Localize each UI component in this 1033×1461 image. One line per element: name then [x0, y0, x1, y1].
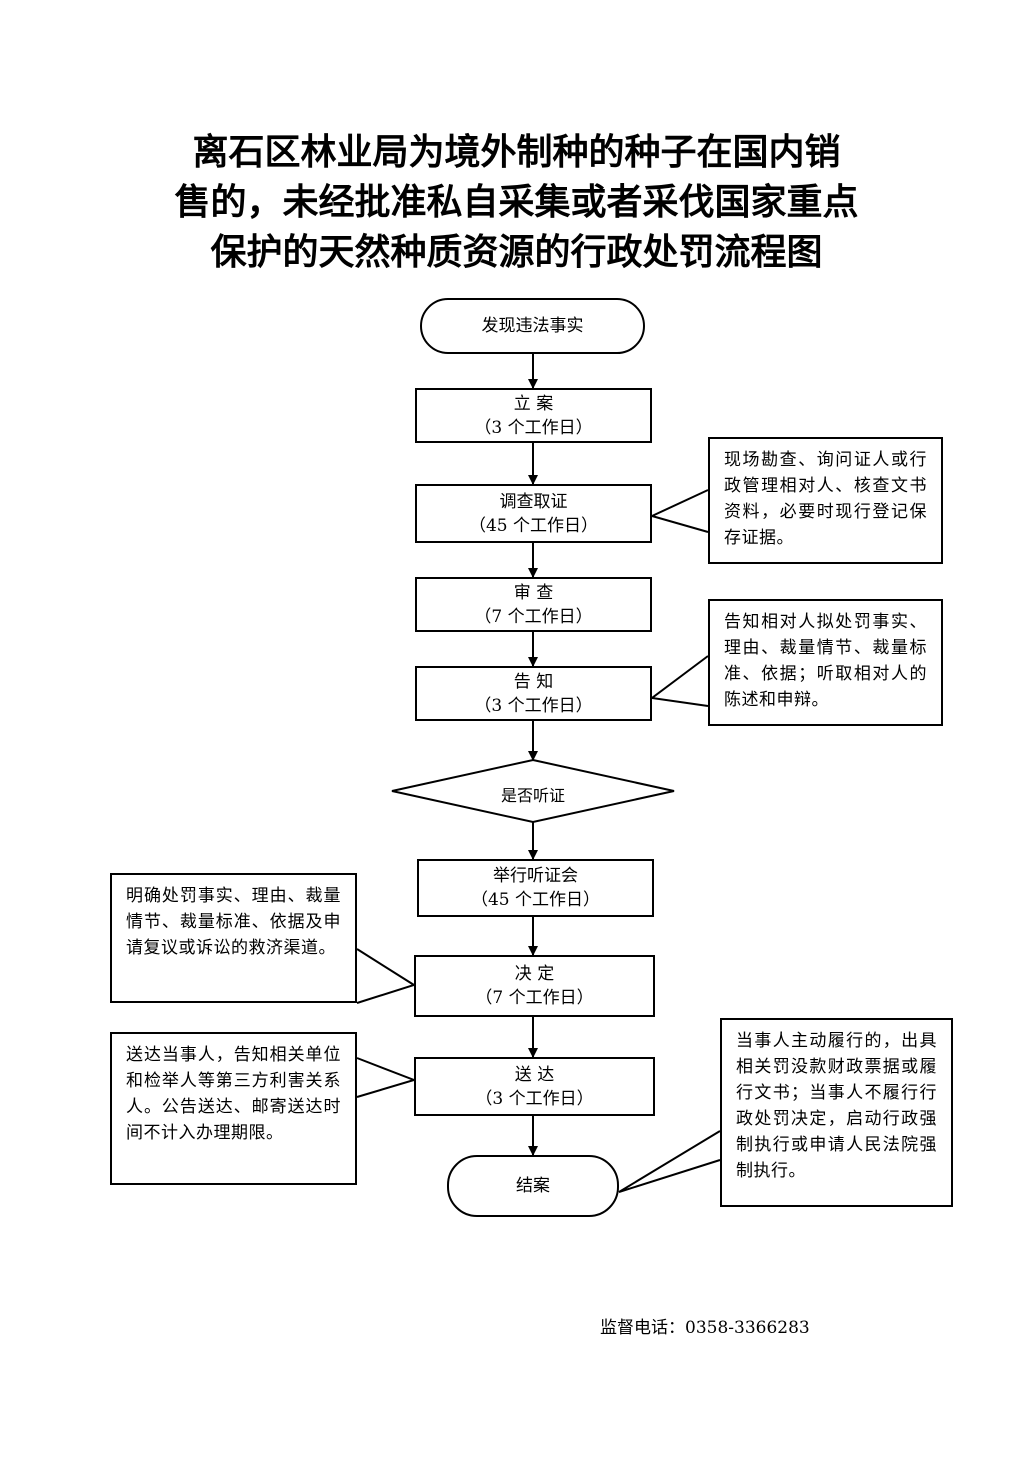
- callout-pointer-deliver: [356, 1057, 418, 1098]
- page-title: 离石区林业局为境外制种的种子在国内销 售的，未经批准私自采集或者采伐国家重点 保…: [100, 128, 933, 278]
- review-label: 审 查: [513, 582, 554, 603]
- callout-pointer-notify: [649, 655, 709, 707]
- hearing-days: （45 个工作日）: [470, 890, 601, 910]
- title-line-1: 离石区林业局为境外制种的种子在国内销: [192, 132, 841, 173]
- deliver-label: 送 达: [514, 1064, 555, 1085]
- decision-diamond: [391, 758, 675, 824]
- start-label: 发现违法事实: [481, 316, 584, 336]
- notify-days: （3 个工作日）: [474, 695, 593, 716]
- hearing-node: 举行听证会 （45 个工作日）: [417, 859, 654, 917]
- review-days: （7 个工作日）: [474, 606, 593, 627]
- investigation-days: （45 个工作日）: [468, 515, 599, 536]
- filing-node: 立 案 （3 个工作日）: [415, 388, 652, 443]
- notify-node: 告 知 （3 个工作日）: [415, 666, 652, 721]
- callout-pointer-investigation: [649, 489, 709, 533]
- supervision-phone-label: 监督电话：: [600, 1318, 685, 1338]
- hearing-label: 举行听证会: [493, 866, 578, 886]
- notify-label: 告 知: [513, 671, 554, 692]
- callout-pointer-decide: [356, 948, 417, 1004]
- note-decide: 明确处罚事实、理由、裁量情节、裁量标准、依据及申请复议或诉讼的救济渠道。: [110, 873, 357, 1003]
- decision-label: 是否听证: [500, 786, 565, 805]
- decide-node: 决 定 （7 个工作日）: [414, 955, 655, 1017]
- start-node: 发现违法事实: [420, 298, 645, 354]
- note-notify: 告知相对人拟处罚事实、理由、裁量情节、裁量标准、依据；听取相对人的陈述和申辩。: [708, 599, 943, 726]
- title-line-3: 保护的天然种质资源的行政处罚流程图: [210, 232, 823, 273]
- end-node: 结案: [447, 1155, 619, 1217]
- note-deliver: 送达当事人，告知相关单位和检举人等第三方利害关系人。公告送达、邮寄送达时间不计入…: [110, 1032, 357, 1185]
- supervision-phone: 监督电话：0358-3366283: [600, 1316, 900, 1340]
- note-end: 当事人主动履行的，出具相关罚没款财政票据或履行文书；当事人不履行行政处罚决定，启…: [720, 1018, 953, 1207]
- filing-label: 立 案: [513, 393, 554, 414]
- investigation-node: 调查取证 （45 个工作日）: [415, 484, 652, 543]
- callout-pointer-end: [618, 1130, 721, 1193]
- note-investigation: 现场勘查、询问证人或行政管理相对人、核查文书资料，必要时现行登记保存证据。: [708, 437, 943, 564]
- title-line-2: 售的，未经批准私自采集或者采伐国家重点: [174, 182, 859, 223]
- review-node: 审 查 （7 个工作日）: [415, 577, 652, 632]
- supervision-phone-number: 0358-3366283: [685, 1318, 810, 1338]
- end-label: 结案: [516, 1176, 550, 1196]
- deliver-node: 送 达 （3 个工作日）: [414, 1057, 655, 1116]
- decide-days: （7 个工作日）: [475, 988, 594, 1008]
- decide-label: 决 定: [514, 964, 555, 984]
- deliver-days: （3 个工作日）: [475, 1088, 594, 1109]
- investigation-label: 调查取证: [499, 491, 568, 512]
- filing-days: （3 个工作日）: [474, 417, 593, 438]
